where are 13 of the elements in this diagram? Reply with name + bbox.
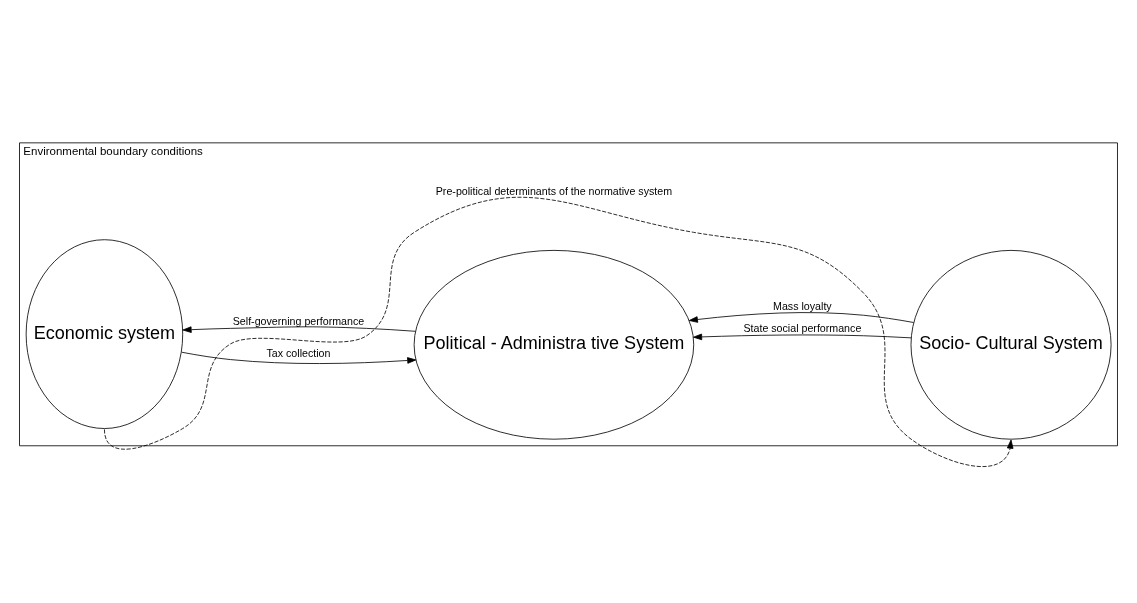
arrow [182,326,416,333]
edge-label: Self-governing performance [232,314,365,327]
edge-label: State social performance [743,321,862,334]
edge-label: Tax collection [266,346,331,359]
edge-label: Pre-political determinants of the normative system [435,184,673,197]
node-ellipse: Political - Administra tive System [413,250,695,440]
arrow [181,351,417,364]
node-circle: Socio- Cultural System [910,250,1112,440]
arrow [104,197,1014,467]
arrow [693,333,912,341]
node-ellipse: Economic system [25,239,184,429]
arrow [688,312,914,323]
edge-label: Mass loyalty [773,299,832,312]
